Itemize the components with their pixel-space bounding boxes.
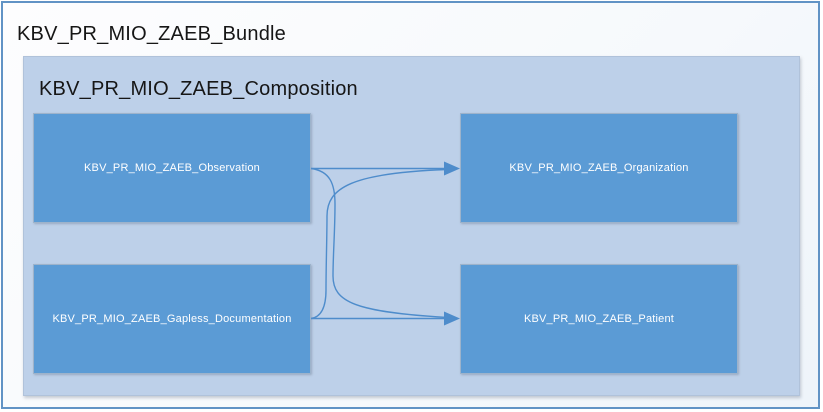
node-observation-label: KBV_PR_MIO_ZAEB_Observation bbox=[84, 162, 260, 174]
bundle-title: KBV_PR_MIO_ZAEB_Bundle bbox=[17, 23, 286, 45]
node-patient[interactable]: KBV_PR_MIO_ZAEB_Patient bbox=[460, 264, 738, 374]
node-patient-label: KBV_PR_MIO_ZAEB_Patient bbox=[523, 313, 675, 325]
node-gapless-documentation[interactable]: KBV_PR_MIO_ZAEB_Gapless_Documentation bbox=[33, 264, 311, 374]
node-organization-label: KBV_PR_MIO_ZAEB_Organization bbox=[509, 162, 689, 174]
node-gapless-documentation-label: KBV_PR_MIO_ZAEB_Gapless_Documentation bbox=[52, 313, 292, 325]
composition-title: KBV_PR_MIO_ZAEB_Composition bbox=[39, 78, 358, 100]
node-organization[interactable]: KBV_PR_MIO_ZAEB_Organization bbox=[460, 113, 738, 223]
node-observation[interactable]: KBV_PR_MIO_ZAEB_Observation bbox=[33, 113, 311, 223]
